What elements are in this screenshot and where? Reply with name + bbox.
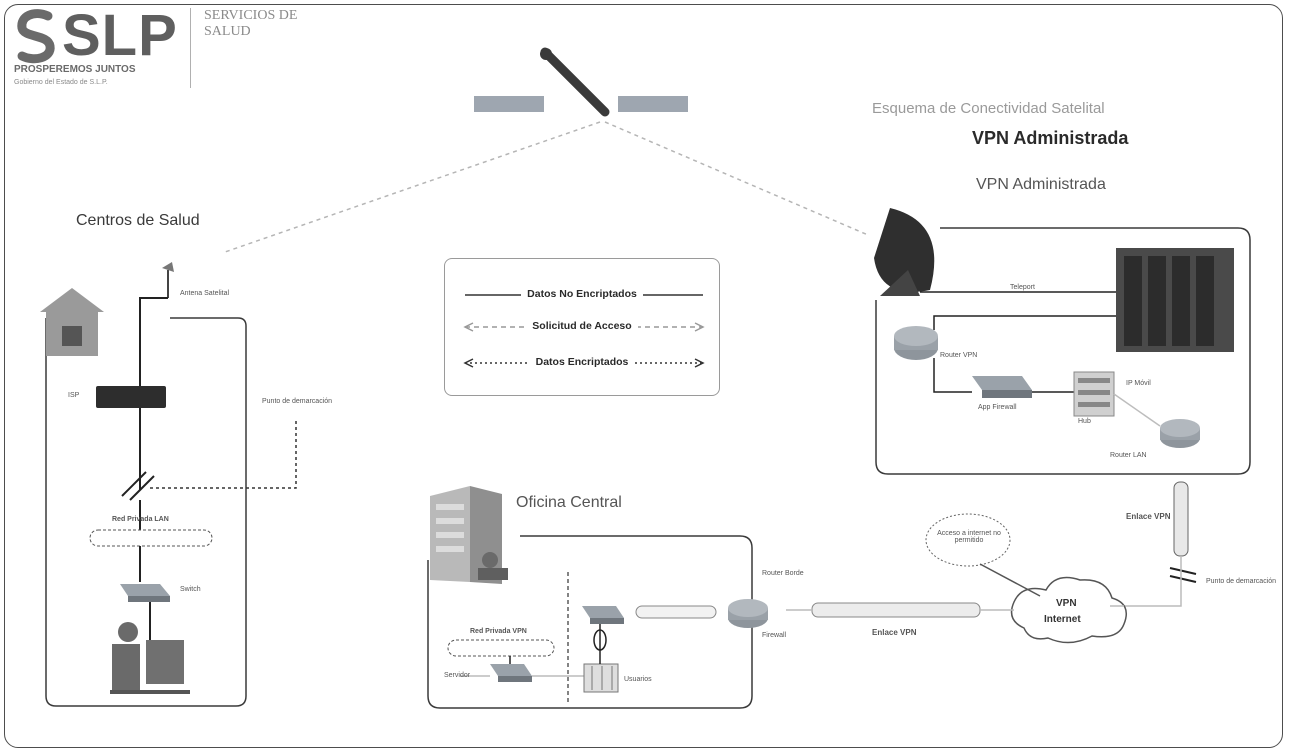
diagram-frame [4,4,1283,748]
logo-tagline: PROSPEREMOS JUNTOS [14,64,136,75]
label-internet-cloud: Internet [1044,614,1081,625]
building-icon [430,486,508,584]
central-lan-bar [447,639,555,657]
label-central-vpn-lan: Red Privada VPN [470,628,527,635]
health-link [139,297,168,490]
label-sat-antenna: Antena Satelital [180,290,230,297]
switch-icon-central [490,664,532,682]
router-icon-2 [1160,419,1200,448]
label-router-lan: Router LAN [1110,452,1147,459]
logo-subtitle: Gobierno del Estado de S.L.P. [14,79,108,86]
section-health-centers: Centros de Salud [76,212,200,229]
note-bubble [925,513,1041,597]
firewall-icon-central [582,606,624,624]
label-users: Usuarios [624,676,652,683]
central-office-panel [427,535,753,709]
demarcation-link [150,420,297,489]
legend-item-access-request: Solicitud de Acceso [445,317,719,337]
label-demarcation-2: Punto de demarcación [1206,578,1277,585]
internal-link [635,605,717,619]
logo-text: SLP [62,3,178,68]
server-rack-icon [1116,248,1234,352]
label-hub: Hub [1078,418,1091,425]
label-managed-lan: Red Privada LAN [112,516,169,523]
vpn-link-horizontal [786,602,1014,618]
legend-label: Datos Encriptados [529,356,635,368]
label-demarcation: Punto de demarcación [262,398,333,405]
section-central-office: Oficina Central [516,494,622,511]
legend-label: Solicitud de Acceso [526,320,638,332]
legend-label: Datos No Encriptados [521,288,643,300]
app-firewall-icon [972,376,1032,398]
scheme-subtitle: VPN Administrada [972,128,1129,148]
house-icon [40,288,104,356]
router-icon [894,326,938,360]
label-vpn-link-1: Enlace VPN [1126,512,1171,521]
slp-logo-icon [17,9,55,64]
label-isp: ISP [68,392,80,399]
edge-router-icon [728,599,768,628]
label-vpn-router: Router VPN [940,352,978,359]
label-vpn-link-2: Enlace VPN [872,628,917,637]
label-server: Servidor [444,672,471,679]
satellite-icon [474,47,688,117]
satellite-links [224,121,869,253]
modem-icon [96,386,166,408]
dish-icon [874,208,935,296]
break-icon [121,471,155,501]
legend: Datos No Encriptados Solicitud de Acceso… [444,258,720,396]
label-app-firewall: App Firewall [978,404,1017,411]
dish-icon-small [162,262,174,298]
lan-bar [89,529,213,547]
label-edge-router: Router Borde [762,570,804,577]
label-cloud-note: Acceso a internet no permitido [937,530,1001,544]
switch-icon [120,584,170,602]
department-name: SERVICIOS DE SALUD [204,8,298,39]
label-switch: Switch [180,586,201,593]
hub-icon [1073,371,1115,417]
label-vpn-cloud: VPN [1056,598,1077,609]
user-computer-icon [110,622,190,694]
label-firewall: Firewall [762,632,787,639]
health-center-panel [45,317,247,707]
managed-vpn-panel [875,227,1251,475]
section-managed-vpn: VPN Administrada [976,176,1106,193]
label-ip-mobile: IP Móvil [1126,380,1151,387]
cloud-icon [1010,576,1127,644]
logo-divider [190,8,191,88]
scheme-title: Esquema de Conectividad Satelital [872,100,1105,117]
legend-item-encrypted: Datos Encriptados [445,353,719,373]
legend-item-unencrypted: Datos No Encriptados [445,285,719,305]
label-teleport: Teleport [1010,284,1035,291]
vpn-link-vertical [1110,481,1197,607]
server-icon-central [583,663,619,693]
